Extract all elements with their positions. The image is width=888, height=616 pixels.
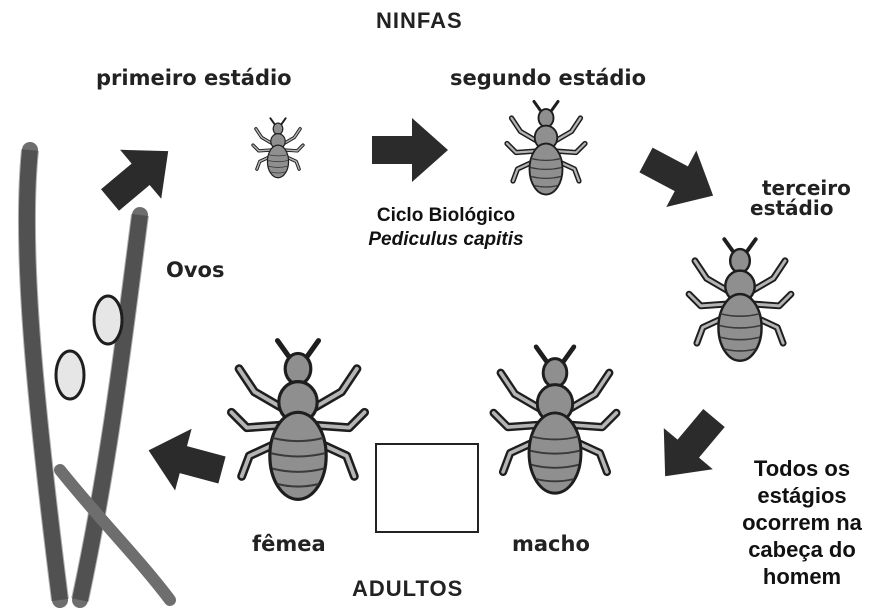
title-ciclo-biologico: Ciclo Biológico [377,205,515,226]
label-estadio-3: estádio [750,196,833,220]
louse-first-instar [253,118,303,178]
arrow-adult-to-eggs [140,419,230,500]
hair-strands [27,150,170,600]
louse-third-instar [689,239,791,361]
arrow-second-to-third [631,132,728,224]
title-species: Pediculus capitis [296,229,596,251]
note-line: homem [722,563,882,590]
louse-second-instar [507,102,585,195]
note-line: ocorrem na [722,509,882,536]
label-primeiro-estadio: primeiro estádio [96,66,292,90]
note-all-stages: Todos os estágios ocorrem na cabeça do h… [722,455,882,590]
label-femea: fêmea [252,532,326,556]
note-line: cabeça do [722,536,882,563]
louse-male [494,347,617,493]
label-segundo-estadio: segundo estádio [450,66,646,90]
label-ninfas: NINFAS [376,8,463,34]
note-line: Todos os [722,455,882,482]
blank-answer-box [375,443,479,533]
label-ovos: Ovos [166,258,224,282]
label-macho: macho [512,532,590,556]
louse-female [231,341,364,500]
center-title: Ciclo Biológico Pediculus capitis [296,205,596,251]
note-line: estágios [722,482,882,509]
arrow-first-to-second [372,118,448,182]
label-adultos: ADULTOS [352,576,463,602]
